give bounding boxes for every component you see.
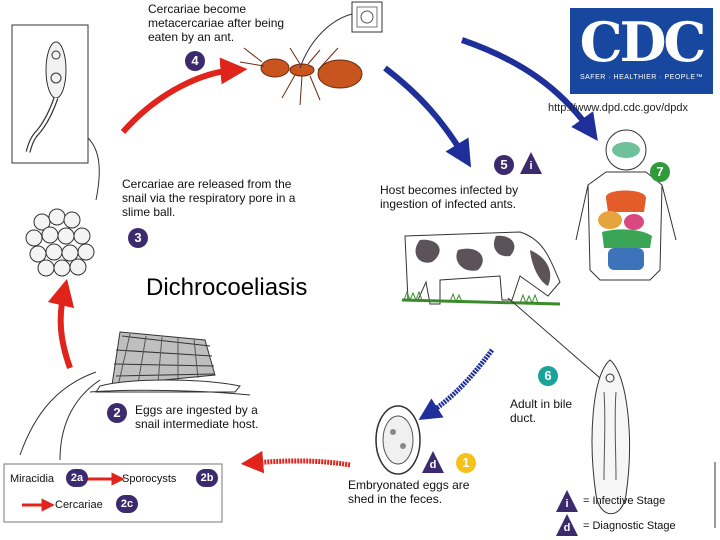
snail bbox=[89, 331, 251, 396]
diagnostic-stage-marker: d bbox=[422, 451, 444, 473]
legend-infective-marker: i bbox=[556, 490, 578, 512]
step-3-badge: 3 bbox=[128, 228, 148, 248]
ant bbox=[239, 47, 363, 106]
cdc-tagline: SAFER · HEALTHIER · PEOPLE™ bbox=[579, 74, 704, 81]
legend-diagnostic-label: = Diagnostic Stage bbox=[583, 520, 676, 532]
legend-infective-label: = Infective Stage bbox=[583, 495, 666, 507]
step-5-text: Host becomes infected by ingestion of in… bbox=[380, 183, 519, 211]
step-2c-badge: 2c bbox=[116, 495, 138, 513]
arrow-6-to-1 bbox=[418, 348, 495, 421]
step-2-text: Eggs are ingested by a snail intermediat… bbox=[135, 403, 259, 431]
source-url[interactable]: http://www.dpd.cdc.gov/dpdx bbox=[548, 102, 689, 114]
step-2a-badge: 2a bbox=[66, 469, 88, 487]
sporocysts-label: Sporocysts bbox=[122, 473, 177, 485]
slime-ball bbox=[25, 208, 95, 277]
step-6-text: Adult in bile duct. bbox=[510, 397, 573, 425]
arrow-4-to-7 bbox=[461, 37, 598, 141]
arrow-1-to-2 bbox=[240, 450, 351, 474]
cercariae-label: Cercariae bbox=[55, 499, 103, 511]
cdc-logo-text: CDC bbox=[579, 10, 707, 74]
step-7-badge: 7 bbox=[650, 162, 670, 182]
miracidia-label: Miracidia bbox=[10, 473, 55, 485]
cdc-logo: CDC SAFER · HEALTHIER · PEOPLE™ bbox=[570, 8, 713, 94]
step-1-badge: 1 bbox=[456, 453, 476, 473]
diagram-title: Dichrocoeliasis bbox=[146, 274, 308, 301]
step-4-badge: 4 bbox=[185, 51, 205, 71]
step-5-badge: 5 bbox=[494, 155, 514, 175]
step-1-text: Embryonated eggs are shed in the feces. bbox=[348, 478, 470, 506]
step-2-badge: 2 bbox=[107, 403, 127, 423]
human-host bbox=[575, 129, 677, 281]
cow bbox=[401, 231, 561, 306]
arrow-3-to-4 bbox=[120, 57, 248, 134]
step-3-text: Cercariae are released from the snail vi… bbox=[122, 177, 296, 219]
step-6-badge: 6 bbox=[538, 366, 558, 386]
leader-line bbox=[87, 137, 100, 201]
cercaria-panel bbox=[11, 24, 89, 164]
adult-fluke bbox=[591, 359, 630, 515]
step-2b-badge: 2b bbox=[196, 469, 218, 487]
step-4-text: Cercariae become metacercariae after bei… bbox=[148, 2, 285, 44]
leader-line bbox=[507, 297, 601, 379]
arrow-4-to-5 bbox=[383, 65, 472, 168]
infective-stage-marker: i bbox=[520, 152, 542, 174]
arrow-2-to-3 bbox=[47, 278, 75, 370]
leader-line bbox=[299, 13, 353, 69]
embryonated-egg bbox=[375, 405, 421, 475]
legend-diagnostic-marker: d bbox=[556, 514, 578, 536]
